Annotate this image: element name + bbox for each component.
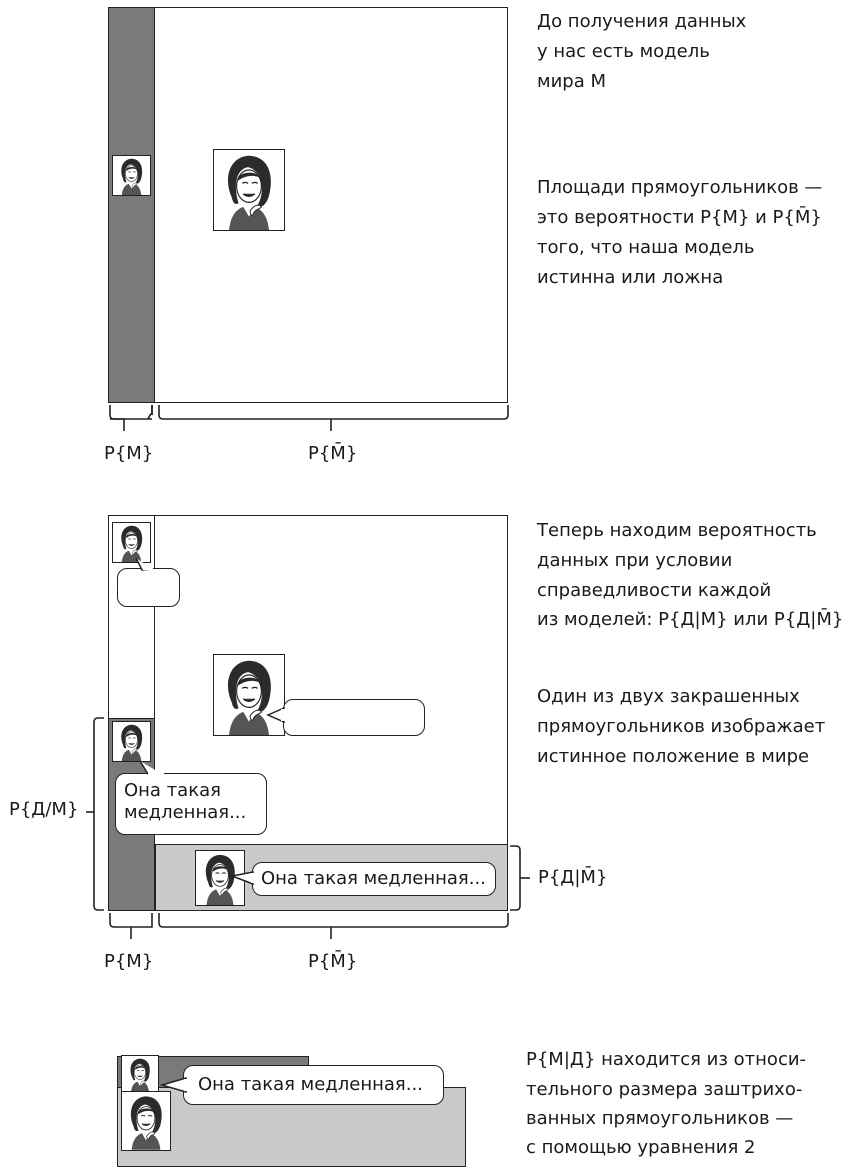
woman-portrait-icon — [213, 149, 285, 231]
panel2-bubble-bottom: Она такая медленная... — [252, 862, 496, 896]
panel1-model-m-strip — [108, 7, 155, 403]
panel1-label-pm: Р{М} — [104, 443, 154, 464]
woman-portrait-icon — [112, 721, 151, 762]
panel2-label-pm: Р{М} — [104, 951, 154, 972]
panel2-bubble-left: Она такая медленная... — [115, 773, 267, 835]
panel1-label-pmbar: Р{М̄} — [308, 443, 358, 464]
panel2-empty-bubble-center — [283, 699, 425, 736]
panel3-bubble: Она такая медленная... — [183, 1065, 444, 1105]
woman-portrait-icon — [213, 654, 285, 736]
panel1-model-m-rect — [108, 7, 508, 403]
panel2-label-pdmbar: Р{Д|М̄} — [538, 867, 608, 888]
woman-portrait-icon — [195, 850, 245, 906]
panel2-empty-bubble-top — [117, 568, 180, 607]
woman-portrait-icon — [112, 522, 151, 563]
panel2-label-pdm: Р{Д/М} — [9, 799, 79, 820]
woman-portrait-icon — [121, 1055, 159, 1093]
woman-portrait-icon — [121, 1091, 171, 1151]
woman-portrait-icon — [112, 155, 151, 196]
panel2-label-pmbar: Р{М̄} — [308, 951, 358, 972]
